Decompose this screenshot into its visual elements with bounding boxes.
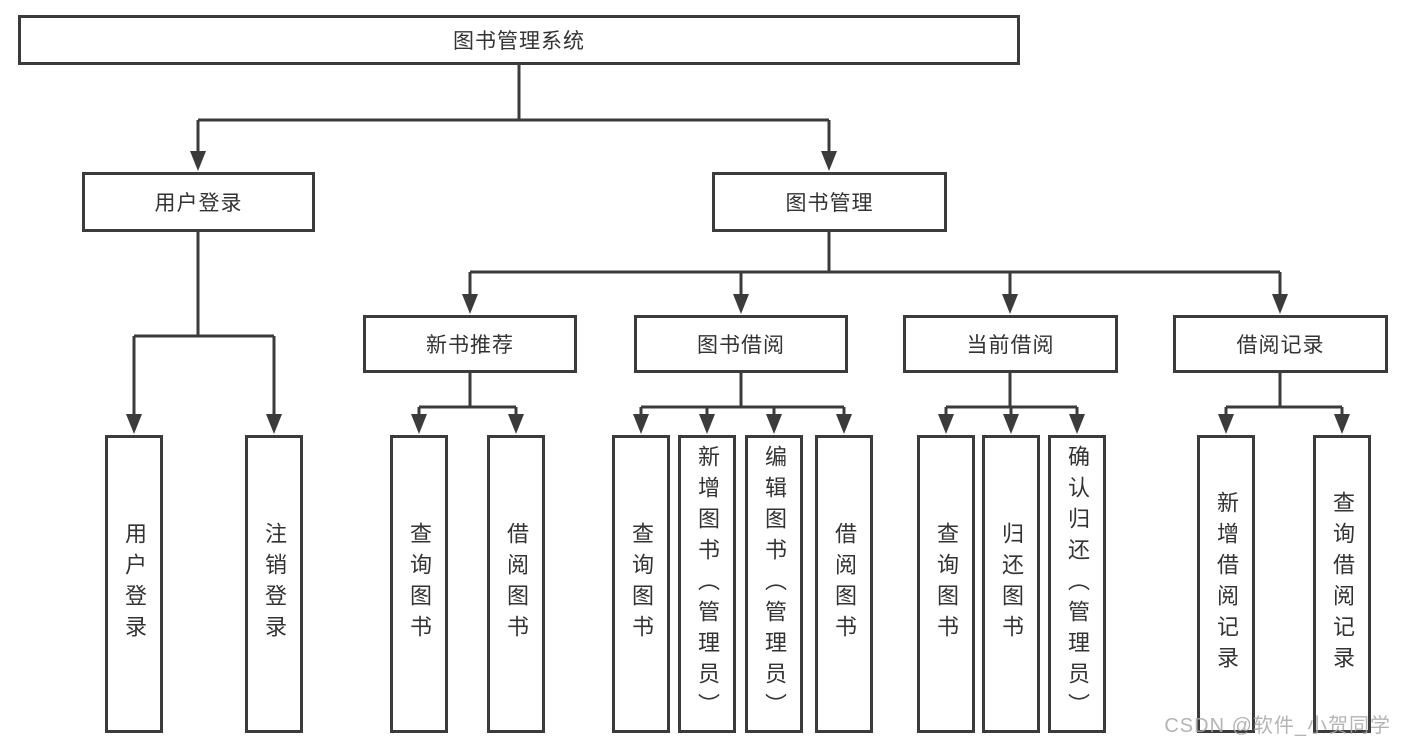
leaf-borrow-books-recommend: 借阅图书 xyxy=(487,435,545,733)
connector-user-login-to-leaves xyxy=(126,232,282,434)
node-book-borrowing-label: 图书借阅 xyxy=(697,334,785,357)
node-book-management: 图书管理 xyxy=(712,172,947,232)
leaf-return-books-label: 归还图书 xyxy=(999,522,1024,646)
node-borrowing-records: 借阅记录 xyxy=(1173,315,1388,373)
leaf-add-borrow-record-label: 新增借阅记录 xyxy=(1214,491,1239,677)
node-user-login-label: 用户登录 xyxy=(154,192,243,215)
node-root-label: 图书管理系统 xyxy=(453,30,585,53)
node-book-borrowing: 图书借阅 xyxy=(634,315,848,373)
leaf-logout: 注销登录 xyxy=(245,435,303,733)
leaf-confirm-return-admin-label: 确认归还（管理员） xyxy=(1065,444,1090,724)
node-current-borrowing-label: 当前借阅 xyxy=(966,334,1055,357)
leaf-add-books-admin-label: 新增图书（管理员） xyxy=(695,444,720,724)
connector-book-borrowing-to-leaves xyxy=(633,373,852,434)
leaf-edit-books-admin-label: 编辑图书（管理员） xyxy=(762,444,787,724)
csdn-watermark: CSDN @软件_小贺同学 xyxy=(1164,715,1391,737)
node-borrowing-records-label: 借阅记录 xyxy=(1236,334,1325,357)
leaf-user-login: 用户登录 xyxy=(105,435,163,733)
leaf-add-borrow-record: 新增借阅记录 xyxy=(1197,435,1255,733)
leaf-query-books-current-label: 查询图书 xyxy=(934,522,959,646)
leaf-query-books-recommend-label: 查询图书 xyxy=(407,522,432,646)
leaf-borrow-books-borrowing: 借阅图书 xyxy=(815,435,873,733)
node-new-book-recommend: 新书推荐 xyxy=(363,315,577,373)
leaf-return-books: 归还图书 xyxy=(982,435,1040,733)
connector-root-to-level2 xyxy=(190,65,837,171)
node-user-login: 用户登录 xyxy=(82,172,315,232)
node-root: 图书管理系统 xyxy=(18,15,1020,65)
node-current-borrowing: 当前借阅 xyxy=(903,315,1118,373)
leaf-logout-label: 注销登录 xyxy=(262,522,287,646)
leaf-query-books-borrowing-label: 查询图书 xyxy=(629,522,654,646)
leaf-query-borrow-record: 查询借阅记录 xyxy=(1313,435,1371,733)
leaf-add-books-admin: 新增图书（管理员） xyxy=(678,435,736,733)
connector-new-book-recommend-to-leaves xyxy=(411,373,524,434)
leaf-query-books-recommend: 查询图书 xyxy=(390,435,448,733)
connector-book-management-to-level3 xyxy=(462,232,1288,314)
leaf-query-books-current: 查询图书 xyxy=(917,435,975,733)
connector-borrowing-records-to-leaves xyxy=(1218,373,1350,434)
leaf-user-login-label: 用户登录 xyxy=(122,522,147,646)
leaf-edit-books-admin: 编辑图书（管理员） xyxy=(745,435,803,733)
leaf-query-borrow-record-label: 查询借阅记录 xyxy=(1330,491,1355,677)
leaf-borrow-books-borrowing-label: 借阅图书 xyxy=(832,522,857,646)
node-book-management-label: 图书管理 xyxy=(785,192,874,215)
leaf-borrow-books-recommend-label: 借阅图书 xyxy=(504,522,529,646)
node-new-book-recommend-label: 新书推荐 xyxy=(426,334,514,357)
connector-current-borrowing-to-leaves xyxy=(938,373,1085,434)
leaf-query-books-borrowing: 查询图书 xyxy=(612,435,670,733)
leaf-confirm-return-admin: 确认归还（管理员） xyxy=(1048,435,1106,733)
